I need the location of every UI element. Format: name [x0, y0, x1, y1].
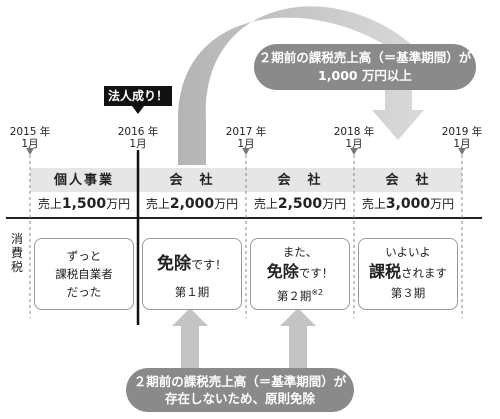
- year-text: 2017 年: [225, 126, 267, 138]
- year-marker-2019: [458, 148, 466, 155]
- month-text: 1月: [237, 138, 255, 150]
- up-arrow-right: [280, 308, 316, 370]
- year-text: 2015 年: [9, 126, 51, 138]
- card-headline: 免除です！: [143, 253, 241, 276]
- sales-unit: 万円: [322, 197, 347, 211]
- year-text: 2016 年: [117, 126, 159, 138]
- card-sub: 第２期: [276, 288, 312, 303]
- card-line: 課税自業者: [55, 267, 113, 281]
- up-arrow-left: [172, 308, 208, 370]
- card-emphasis: 免除: [156, 254, 191, 274]
- sales-unit: 万円: [106, 197, 131, 211]
- bottom-banner-line1: ２期前の課税売上高（＝基準期間）が: [133, 374, 347, 389]
- card-headline: 課税されます: [359, 261, 457, 284]
- sales-amount: 2,500: [277, 196, 323, 212]
- year-label-2017: 2017 年 1月: [218, 126, 274, 150]
- curved-arrow: [178, 6, 424, 165]
- card-period-1: 免除です！ 第１期: [142, 238, 242, 310]
- card-sub: 第１期: [174, 285, 210, 299]
- card-line: だった: [66, 285, 102, 299]
- top-banner-line2: 1,000 万円以上: [318, 68, 412, 83]
- month-text: 1月: [129, 138, 147, 150]
- incorporation-flag: 法人成り！: [104, 86, 172, 106]
- sales-1: 売上1,500万円: [29, 195, 139, 212]
- card-note: ※2: [311, 288, 324, 297]
- card-sub-line: 第２期※2: [251, 284, 349, 305]
- card-emphasis: 免除: [266, 262, 299, 281]
- card-after: されます: [401, 266, 447, 280]
- card-after: です！: [298, 266, 334, 280]
- sales-4: 売上3,000万円: [353, 195, 463, 212]
- year-label-2018: 2018 年 1月: [326, 126, 382, 150]
- card-line: ずっと: [66, 249, 102, 263]
- consumption-tax-label: 消費税: [10, 232, 23, 274]
- period-header-4: 会 社: [385, 173, 431, 188]
- card-period-2: また、 免除です！ 第２期※2: [250, 238, 350, 310]
- sales-3: 売上2,500万円: [245, 195, 355, 212]
- card-headline: 免除です！: [251, 261, 349, 284]
- sales-amount: 2,000: [169, 196, 215, 212]
- sales-amount: 1,500: [61, 196, 107, 212]
- card-pre: また、: [282, 245, 318, 259]
- top-banner: ２期前の課税売上高（＝基準期間）が 1,000 万円以上: [254, 44, 476, 90]
- bottom-banner: ２期前の課税売上高（＝基準期間）が 存在しないため、原則免除: [126, 368, 354, 412]
- year-label-2015: 2015 年 1月: [2, 126, 58, 150]
- sales-prefix: 売上: [145, 197, 170, 211]
- sales-unit: 万円: [214, 197, 239, 211]
- period-header-3: 会 社: [277, 173, 323, 188]
- flag-pointer: [132, 106, 144, 114]
- card-emphasis: 課税: [368, 262, 401, 281]
- month-text: 1月: [453, 138, 471, 150]
- card-period-3: いよいよ 課税されます 第３期: [358, 238, 458, 310]
- year-marker-2018: [350, 148, 358, 155]
- card-sole-proprietor: ずっと 課税自業者 だった: [34, 238, 134, 310]
- year-label-2019: 2019 年 1月: [434, 126, 490, 150]
- sales-prefix: 売上: [37, 197, 62, 211]
- card-pre: いよいよ: [385, 245, 431, 259]
- sales-unit: 万円: [430, 197, 455, 211]
- year-marker-2017: [242, 148, 250, 155]
- period-header-1: 個人事業: [53, 173, 114, 188]
- year-label-2016: 2016 年 1月: [110, 126, 166, 150]
- top-banner-line1: ２期前の課税売上高（＝基準期間）が: [258, 50, 472, 65]
- month-text: 1月: [21, 138, 39, 150]
- sales-amount: 3,000: [385, 196, 431, 212]
- sales-prefix: 売上: [361, 197, 386, 211]
- month-text: 1月: [345, 138, 363, 150]
- card-sub: 第３期: [390, 286, 426, 300]
- year-marker-2015: [26, 148, 34, 155]
- period-header-2: 会 社: [169, 173, 215, 188]
- year-text: 2018 年: [333, 126, 375, 138]
- card-after: です！: [190, 258, 227, 272]
- year-text: 2019 年: [441, 126, 483, 138]
- sales-2: 売上2,000万円: [137, 195, 247, 212]
- sales-prefix: 売上: [253, 197, 278, 211]
- bottom-banner-line2: 存在しないため、原則免除: [164, 391, 315, 406]
